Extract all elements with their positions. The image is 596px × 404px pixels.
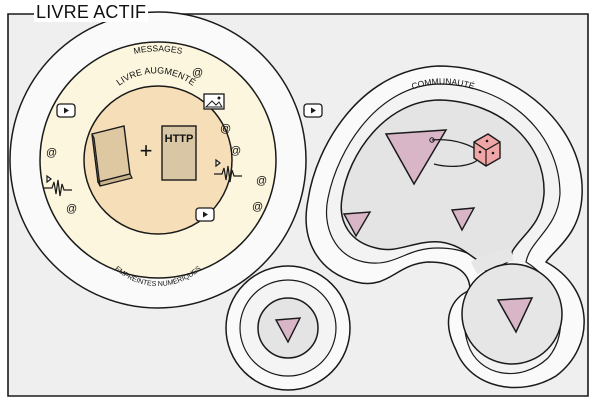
play-icon [56, 103, 76, 118]
triangle-icon [450, 207, 476, 232]
at-sign-icon: @ [192, 67, 203, 79]
dice-icon [473, 133, 501, 167]
page-title: LIVRE ACTIF [34, 2, 149, 22]
messages-label: MESSAGES [133, 43, 184, 56]
plus-sign: + [140, 138, 153, 163]
sound-wave-icon [44, 174, 72, 197]
at-sign-icon: @ [66, 203, 77, 215]
play-icon [195, 207, 215, 222]
community-label: COMMUNAUTÉ [410, 76, 476, 91]
triangle-icon [342, 211, 372, 238]
triangle-icon [274, 317, 302, 344]
community-label-path: COMMUNAUTÉ [410, 76, 476, 91]
at-sign-icon: @ [46, 147, 57, 159]
messages-label-path: MESSAGES [133, 43, 184, 56]
at-sign-icon: @ [256, 175, 267, 187]
augmented-book-core [83, 85, 233, 235]
at-sign-icon: @ [252, 201, 263, 213]
http-label: HTTP [165, 133, 194, 145]
at-sign-icon: @ [220, 123, 231, 135]
triangle-icon [496, 297, 534, 334]
book-icon [91, 125, 133, 187]
play-icon [303, 103, 323, 118]
at-sign-icon: @ [230, 145, 241, 157]
image-icon [203, 93, 225, 110]
web-page-icon: HTTP [161, 125, 197, 181]
sound-wave-icon [214, 158, 242, 183]
